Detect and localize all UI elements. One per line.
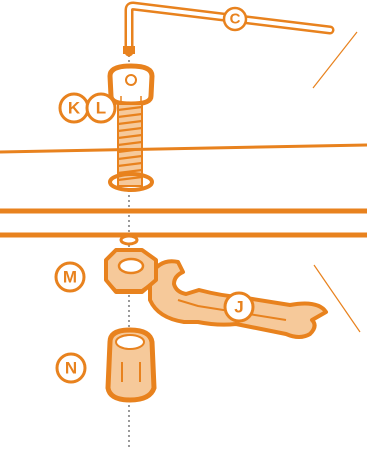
hex-nut-icon — [104, 248, 158, 294]
decor-diagonal-bottom — [313, 264, 361, 333]
label-l: L — [96, 99, 106, 118]
label-n: N — [65, 359, 77, 378]
label-l-badge: L — [85, 92, 117, 124]
label-n-badge: N — [55, 352, 87, 384]
label-j: J — [234, 298, 243, 317]
decor-diagonal-top — [312, 31, 358, 89]
screw-tip-icon — [119, 234, 139, 246]
socket-cap-screw-icon — [107, 63, 155, 192]
label-j-badge: J — [223, 291, 255, 323]
label-c: C — [230, 11, 241, 28]
label-k-badge: K — [58, 92, 90, 124]
label-k: K — [68, 99, 81, 118]
label-m-badge: M — [54, 261, 86, 293]
panel-top-line — [0, 143, 367, 154]
label-m: M — [63, 268, 77, 287]
socket-cap-nut-icon — [105, 327, 157, 403]
allen-key-icon — [123, 1, 335, 57]
label-c-badge: C — [222, 6, 248, 32]
